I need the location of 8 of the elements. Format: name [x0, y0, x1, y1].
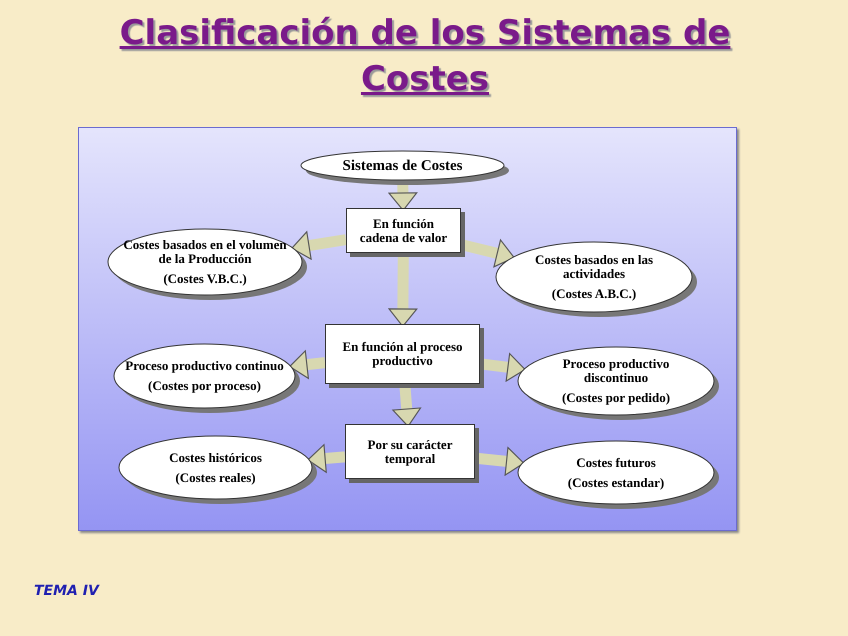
block-arrow — [307, 444, 346, 473]
node-text: En función cadena de valor — [359, 216, 448, 244]
block-arrow — [291, 231, 347, 260]
node-text: Por su carácter temporal — [366, 438, 454, 466]
node-text: En función al proceso productivo — [341, 340, 464, 368]
footer-label: TEMA IV — [34, 583, 99, 599]
block-arrow — [289, 350, 326, 379]
title: Clasificación de los Sistemas de Costes — [118, 12, 732, 101]
